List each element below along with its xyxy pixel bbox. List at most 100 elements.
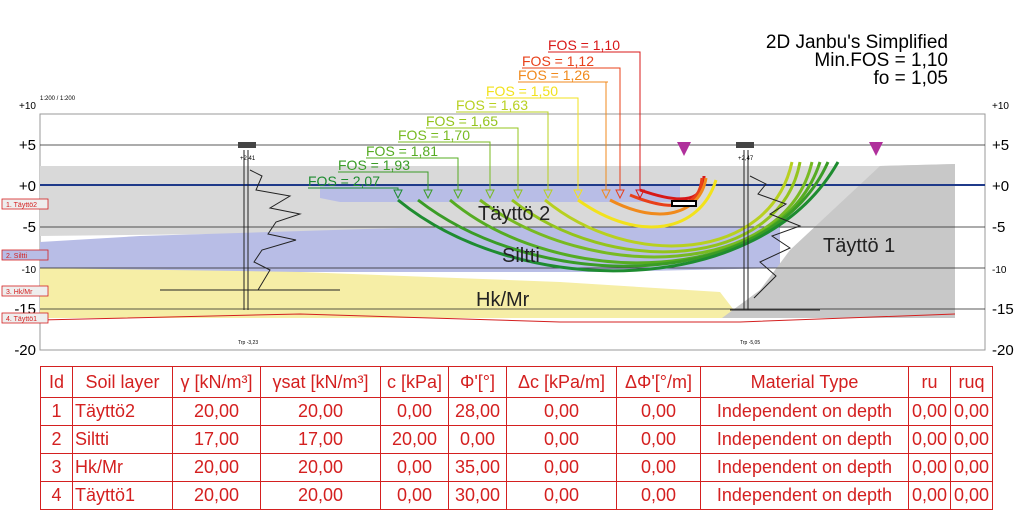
fo-text: fo = 1,05 [874, 68, 948, 89]
table-cell: Independent on depth [700, 397, 909, 426]
table-cell: 0,00 [908, 397, 951, 426]
fos-leader-arrow [573, 189, 583, 200]
fos-leader-arrow [635, 189, 645, 200]
fos-leader [486, 97, 579, 190]
table-cell: 0,00 [448, 425, 507, 454]
load-marker-left [677, 142, 691, 156]
table-cell: 0,00 [950, 397, 993, 426]
layer-tag-box [1, 198, 49, 210]
table-cell: 17,00 [260, 425, 381, 454]
table-cell: 0,00 [950, 453, 993, 482]
layer-tag-label: 2. Siltti [6, 253, 27, 260]
table-cell: 1 [40, 397, 73, 426]
fos-label: FOS = 1,81 [366, 143, 438, 159]
table-cell: 0,00 [506, 481, 617, 510]
elevation-tick-label: +10 [992, 101, 1009, 112]
table-header-cell: c [kPa] [380, 366, 449, 398]
table-cell: 20,00 [260, 453, 381, 482]
elevation-tick-label: -20 [14, 342, 36, 359]
table-cell: Independent on depth [700, 453, 909, 482]
slip-surface [449, 161, 822, 265]
probe-right-head [736, 142, 754, 148]
table-cell: 30,00 [448, 481, 507, 510]
table-cell: 0,00 [506, 453, 617, 482]
elevation-tick-label: +5 [19, 137, 36, 154]
table-header-cell: γ [kN/m³] [172, 366, 261, 398]
method-title: 2D Janbu's Simplified [766, 32, 948, 53]
layer-label-tayto2: Täyttö 2 [478, 203, 550, 225]
table-cell: 28,00 [448, 397, 507, 426]
table-header-cell: ΔΦ'[°/m] [616, 366, 701, 398]
slip-surface [544, 161, 794, 248]
table-header-cell: ruq [950, 366, 993, 398]
table-cell: 0,00 [908, 453, 951, 482]
table-cell: 20,00 [172, 453, 261, 482]
table-cell: Independent on depth [700, 425, 909, 454]
fos-label: FOS = 1,93 [338, 157, 410, 173]
table-cell: 4 [40, 481, 73, 510]
fos-leader [338, 171, 429, 190]
fos-label: FOS = 1,63 [456, 97, 528, 113]
elevation-tick-label: -15 [992, 301, 1014, 318]
table-cell: 20,00 [172, 397, 261, 426]
table-cell: 20,00 [260, 397, 381, 426]
table-header-cell: Δc [kPa/m] [506, 366, 617, 398]
fos-leader [518, 81, 608, 190]
table-cell: 0,00 [616, 397, 701, 426]
layer-tag-label: 4. Täyttö1 [6, 316, 37, 323]
layer-label-tayto1: Täyttö 1 [823, 235, 895, 257]
fos-leader [426, 127, 519, 190]
fos-leader-arrow [615, 189, 625, 200]
fos-leader [548, 51, 641, 190]
table-cell: Hk/Mr [72, 453, 173, 482]
fos-label: FOS = 1,50 [486, 83, 558, 99]
fos-leader-arrow [485, 189, 495, 200]
table-header-cell: Φ'[°] [448, 366, 507, 398]
elevation-tick-label: +0 [19, 178, 36, 195]
probe-right-bottom-label: Trp -5,05 [740, 340, 760, 346]
elevation-tick-label: +0 [992, 178, 1009, 195]
slip-surface [479, 161, 814, 259]
fos-leader [522, 67, 621, 190]
slip-surface [639, 175, 706, 201]
table-cell: 20,00 [260, 481, 381, 510]
probe-left-head [238, 142, 256, 148]
slip-surfaces [397, 161, 840, 273]
slip-surface [577, 179, 718, 229]
layer-label-siltti: Siltti [502, 245, 540, 267]
layer-tag-box [1, 312, 49, 324]
table-cell: 0,00 [908, 481, 951, 510]
min-fos-text: Min.FOS = 1,10 [814, 50, 948, 71]
table-cell: 0,00 [616, 453, 701, 482]
fos-label: FOS = 1,65 [426, 113, 498, 129]
slip-surface [397, 161, 840, 273]
layer-tayto2-platform [320, 184, 680, 202]
elevation-tick-label: +5 [992, 137, 1009, 154]
table-cell: 0,00 [380, 481, 449, 510]
slip-surface [511, 161, 802, 254]
elevation-tick-label: +10 [19, 101, 36, 112]
fos-leader-arrow [513, 189, 523, 200]
fos-leader-lines [308, 51, 645, 200]
fos-leader-arrow [601, 189, 611, 200]
slip-surface [417, 161, 830, 268]
table-cell: Siltti [72, 425, 173, 454]
elevation-tick-label: -10 [22, 265, 37, 276]
layer-tag-box [1, 285, 49, 297]
table-cell: 20,00 [380, 425, 449, 454]
probe-left-top-label: +2,41 [240, 156, 256, 162]
table-cell: 0,00 [950, 481, 993, 510]
slip-surface [609, 177, 708, 216]
probe-left-bottom-label: Trp -3,23 [238, 340, 258, 346]
fos-label: FOS = 1,26 [518, 67, 590, 83]
table-header-cell: ru [908, 366, 951, 398]
fos-label: FOS = 2,07 [308, 173, 380, 189]
scale-label: 1:200 / 1:200 [40, 96, 76, 102]
fos-leader [308, 187, 399, 190]
elevation-tick-label: -5 [992, 219, 1005, 236]
layer-tag-label: 3. Hk/Mr [6, 289, 33, 296]
